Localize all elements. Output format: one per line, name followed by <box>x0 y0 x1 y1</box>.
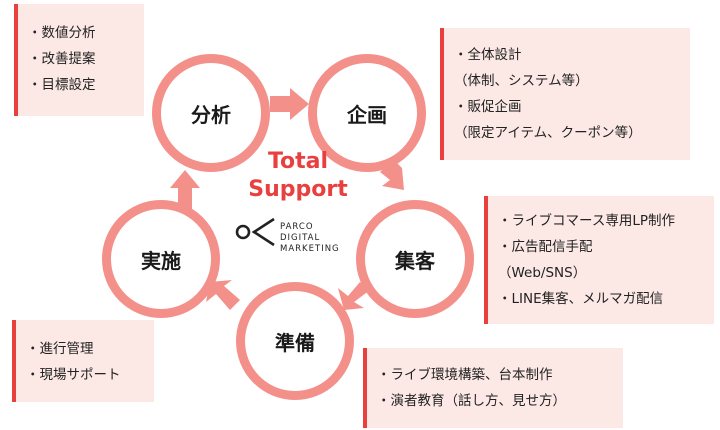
arrow-shukyaku-to-junbi <box>338 282 370 310</box>
note-item: （Web/SNS） <box>498 265 587 281</box>
note-item: ・進行管理 <box>26 341 94 357</box>
note-item: ・広告配信手配 <box>498 239 593 255</box>
note-jisshi: ・進行管理 ・現場サポート <box>12 320 154 402</box>
center-title: Total Support <box>218 148 378 204</box>
logo-text: PARCO DIGITAL MARKETING <box>280 222 340 255</box>
node-shukyaku: 集客 <box>356 200 474 318</box>
note-item: （限定アイテム、クーポン等） <box>454 125 642 141</box>
node-jisshi: 実施 <box>102 200 220 318</box>
arrow-bunseki-to-kikaku <box>270 88 309 120</box>
note-item: ・ライブコマース専用LP制作 <box>498 213 675 229</box>
center-title-line1: Total <box>267 149 329 174</box>
node-bunseki: 分析 <box>152 54 270 172</box>
note-item: ・現場サポート <box>26 367 121 383</box>
note-item: ・LINE集客、メルマガ配信 <box>498 291 664 307</box>
note-item: ・数値分析 <box>28 25 96 41</box>
note-item: ・改善提案 <box>28 51 96 67</box>
node-label: 準備 <box>275 330 315 355</box>
arrow-jisshi-to-bunseki <box>170 170 200 212</box>
note-item: ・全体設計 <box>454 47 522 63</box>
parco-logo-icon <box>235 217 275 246</box>
node-junbi: 準備 <box>236 282 354 400</box>
logo-line: PARCO <box>280 222 314 232</box>
logo-line: MARKETING <box>280 244 340 254</box>
note-junbi: ・ライブ環境構築、台本制作 ・演者教育（話し方、見せ方） <box>363 348 623 428</box>
note-bunseki: ・数値分析 ・改善提案 ・目標設定 <box>14 4 144 116</box>
note-item: （体制、システム等） <box>454 73 589 89</box>
node-kikaku: 企画 <box>308 54 426 172</box>
node-label: 分析 <box>191 102 231 127</box>
logo-line: DIGITAL <box>280 233 321 243</box>
note-kikaku: ・全体設計 （体制、システム等） ・販促企画 （限定アイテム、クーポン等） <box>440 28 690 160</box>
arrow-junbi-to-jisshi <box>206 280 240 310</box>
note-item: ・販促企画 <box>454 99 522 115</box>
node-label: 企画 <box>347 102 387 127</box>
node-label: 集客 <box>395 248 435 273</box>
note-item: ・演者教育（話し方、見せ方） <box>377 393 566 409</box>
node-label: 実施 <box>141 248 181 273</box>
note-shukyaku: ・ライブコマース専用LP制作 ・広告配信手配 （Web/SNS） ・LINE集客… <box>484 196 714 324</box>
note-item: ・目標設定 <box>28 77 96 93</box>
note-item: ・ライブ環境構築、台本制作 <box>377 367 553 383</box>
center-title-line2: Support <box>248 177 348 202</box>
